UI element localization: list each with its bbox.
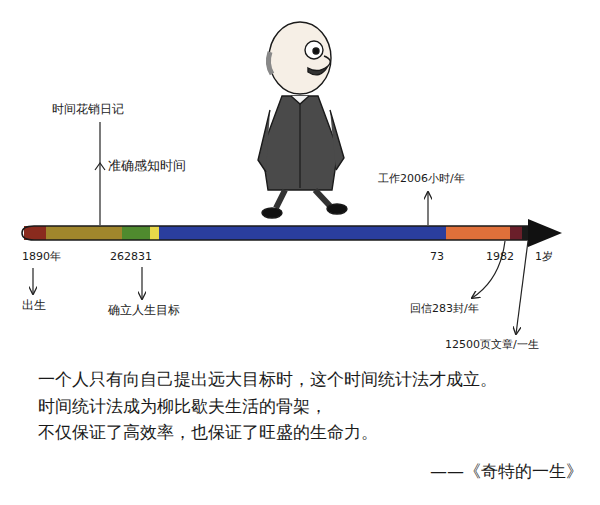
note-label: 12500页文章/一生 [445,338,539,352]
label-box: 确立人生目标 [108,303,180,319]
arrow-mark [95,163,105,170]
walking-man [258,22,347,218]
note-label: 回信283封/年 [410,302,479,316]
age-label: 1岁 [535,250,553,264]
leader-line [32,268,33,294]
quote-text: 一个人只有向自己提出远大目标时，这个时间统计法才成立。 [38,368,497,390]
age-label: 73 [430,250,444,264]
label-box: 1982 [486,250,514,264]
label-box: 时间统计法成为柳比歇夫生活的骨架， 不仅保证了高效率，也保证了旺盛的生命力。 [38,394,390,445]
year-label: 1982 [486,250,514,264]
label-box: 73 [430,250,444,264]
age-label: 31 [138,250,152,264]
quote-text: 时间统计法成为柳比歇夫生活的骨架， 不仅保证了高效率，也保证了旺盛的生命力。 [38,394,390,445]
note-label: 确立人生目标 [108,303,180,319]
leader-line [472,241,505,298]
label-box: 1岁 [535,250,553,264]
label-box: 12500页文章/一生 [445,338,539,352]
year-label: 1890年 [22,250,61,264]
label-box: 准确感知时间 [108,158,186,175]
label-box: ——《奇特的一生》 [430,460,583,482]
leader-line [516,241,528,334]
label-box: 工作2006小时/年 [378,172,465,186]
label-box: 一个人只有向自己提出远大目标时，这个时间统计法才成立。 [38,368,497,390]
leader-line [99,122,100,225]
timeline-bar [22,219,562,247]
label-box: 时间花销日记 [52,102,124,118]
quote-source: ——《奇特的一生》 [430,460,583,482]
age-label: 28 [124,250,138,264]
note-label: 工作2006小时/年 [378,172,465,186]
note-label: 时间花销日记 [52,102,124,118]
age-label: 26 [110,250,124,264]
label-box: 出生 [22,298,46,314]
label-box: 26 [110,250,124,264]
label-box: 回信283封/年 [410,302,479,316]
note-label: 准确感知时间 [108,158,186,175]
label-box: 1890年 [22,250,61,264]
leader-line [141,267,142,299]
leader-line [427,192,428,225]
label-box: 28 [124,250,138,264]
note-label: 出生 [22,298,46,314]
label-box: 31 [138,250,152,264]
